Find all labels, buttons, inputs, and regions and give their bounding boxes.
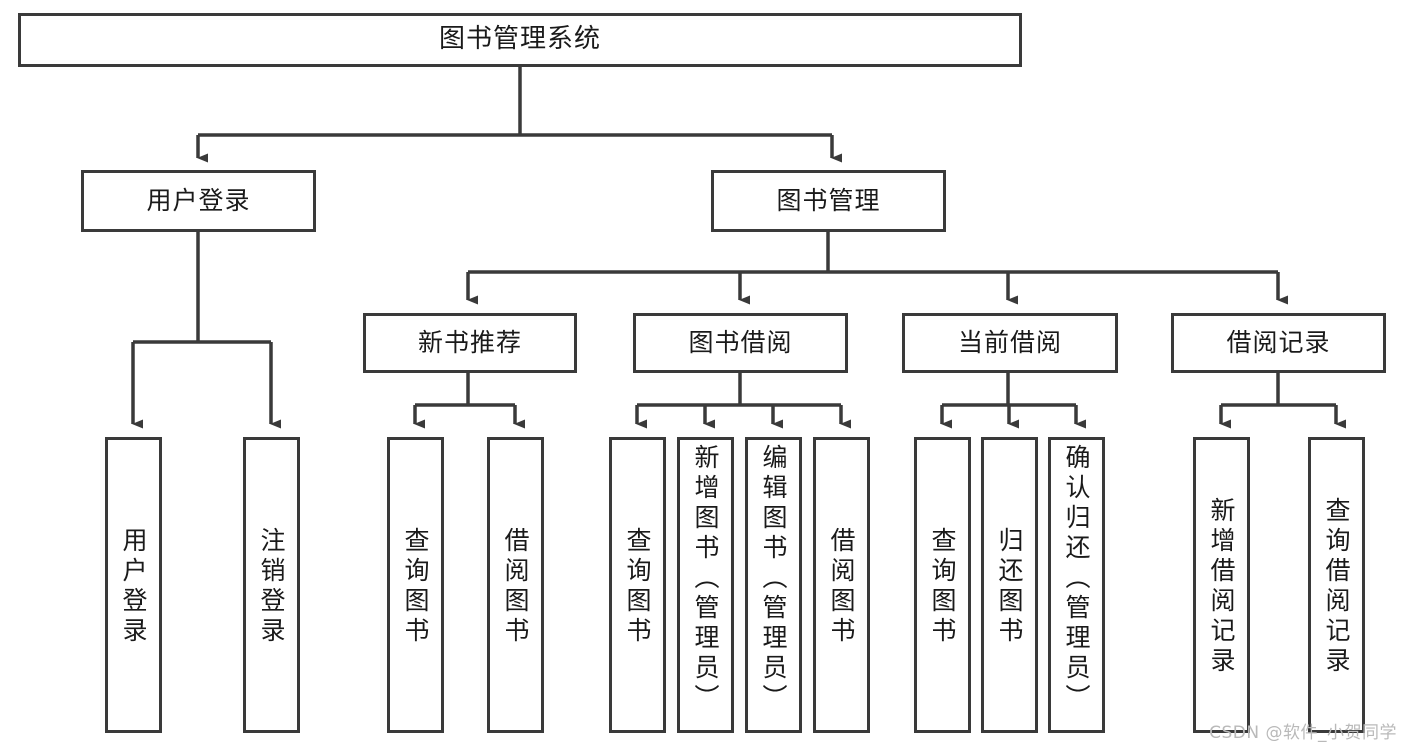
node-label: 新增借阅记录 [1207, 497, 1236, 677]
leaf-query-book-current[interactable]: 查询图书 [914, 437, 971, 733]
leaf-query-book-recommendation[interactable]: 查询图书 [387, 437, 444, 733]
node-book-borrowing[interactable]: 图书借阅 [633, 313, 848, 373]
leaf-add-book-admin[interactable]: 新增图书（管理员） [677, 437, 734, 733]
node-label: 借阅记录 [1226, 328, 1331, 357]
node-label: 新增图书（管理员） [691, 444, 720, 714]
node-label: 图书借阅 [688, 328, 793, 357]
node-current-borrowing[interactable]: 当前借阅 [902, 313, 1118, 373]
node-label: 图书管理 [776, 186, 881, 215]
node-label: 图书管理系统 [438, 24, 601, 55]
leaf-logout[interactable]: 注销登录 [243, 437, 300, 733]
node-label: 查询借阅记录 [1322, 497, 1351, 677]
node-book-management[interactable]: 图书管理 [711, 170, 946, 232]
leaf-edit-book-admin[interactable]: 编辑图书（管理员） [745, 437, 802, 733]
leaf-return-book[interactable]: 归还图书 [981, 437, 1038, 733]
node-borrow-record[interactable]: 借阅记录 [1171, 313, 1386, 373]
node-label: 用户登录 [146, 186, 251, 215]
node-label: 归还图书 [995, 527, 1024, 647]
leaf-user-login[interactable]: 用户登录 [105, 437, 162, 733]
node-label: 借阅图书 [827, 527, 856, 647]
node-root-book-management-system[interactable]: 图书管理系统 [18, 13, 1022, 67]
leaf-add-borrow-record[interactable]: 新增借阅记录 [1193, 437, 1250, 733]
node-label: 编辑图书（管理员） [759, 444, 788, 714]
leaf-confirm-return-admin[interactable]: 确认归还（管理员） [1048, 437, 1105, 733]
leaf-borrow-book-recommendation[interactable]: 借阅图书 [487, 437, 544, 733]
node-label: 用户登录 [119, 527, 148, 647]
node-label: 借阅图书 [501, 527, 530, 647]
node-label: 注销登录 [257, 527, 286, 647]
leaf-query-book-borrowing[interactable]: 查询图书 [609, 437, 666, 733]
node-new-book-recommendation[interactable]: 新书推荐 [363, 313, 577, 373]
node-label: 确认归还（管理员） [1062, 444, 1091, 714]
node-label: 查询图书 [401, 527, 430, 647]
node-label: 查询图书 [928, 527, 957, 647]
node-label: 新书推荐 [417, 328, 522, 357]
leaf-borrow-book-borrowing[interactable]: 借阅图书 [813, 437, 870, 733]
node-label: 查询图书 [623, 527, 652, 647]
node-label: 当前借阅 [957, 328, 1062, 357]
node-user-login[interactable]: 用户登录 [81, 170, 316, 232]
leaf-query-borrow-record[interactable]: 查询借阅记录 [1308, 437, 1365, 733]
watermark-csdn: CSDN @软件_小贺同学 [1209, 723, 1397, 743]
